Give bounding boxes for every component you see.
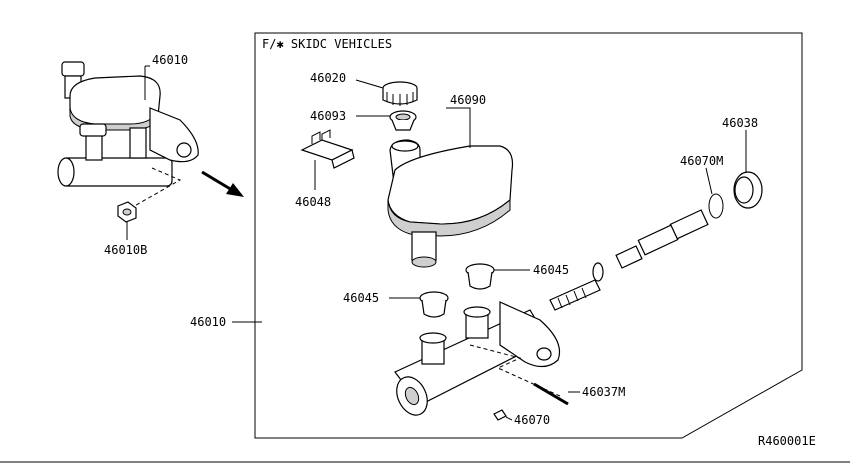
- label-46020[interactable]: 46020: [310, 71, 346, 85]
- pin-46037m[interactable]: [533, 382, 569, 406]
- label-46045-left[interactable]: 46045: [343, 291, 379, 305]
- box-caption: F/✱ SKIDC VEHICLES: [262, 37, 392, 51]
- arrow-right-down-icon: [201, 170, 244, 197]
- snap-ring-46070m[interactable]: [708, 193, 724, 219]
- label-46093[interactable]: 46093: [310, 109, 346, 123]
- label-46038[interactable]: 46038: [722, 116, 758, 130]
- master-cylinder-body[interactable]: [391, 301, 561, 420]
- label-46070[interactable]: 46070: [514, 413, 550, 427]
- strainer-46093[interactable]: [389, 110, 417, 131]
- seal-46038[interactable]: [733, 171, 763, 209]
- label-46090[interactable]: 46090: [450, 93, 486, 107]
- label-46070m[interactable]: 46070M: [680, 154, 723, 168]
- reservoir-tank-46090[interactable]: [387, 139, 514, 268]
- label-46010-side[interactable]: 46010: [190, 315, 226, 329]
- label-46010b[interactable]: 46010B: [104, 243, 147, 257]
- grommet-46045-left[interactable]: [419, 291, 449, 318]
- drawing-code: R460001E: [758, 434, 816, 448]
- nut-part-46010b[interactable]: [117, 201, 137, 223]
- label-46048[interactable]: 46048: [295, 195, 331, 209]
- grommet-46045-right[interactable]: [465, 263, 495, 290]
- level-switch-46048[interactable]: [300, 129, 355, 169]
- piston-assembly[interactable]: [549, 209, 709, 311]
- reservoir-cap-46020[interactable]: [382, 81, 418, 106]
- label-46010-top[interactable]: 46010: [152, 53, 188, 67]
- label-46045-right[interactable]: 46045: [533, 263, 569, 277]
- screw-46070[interactable]: [493, 409, 513, 421]
- label-46037m[interactable]: 46037M: [582, 385, 625, 399]
- skidc-box-frame: [254, 32, 803, 439]
- master-cylinder-assembly-small[interactable]: [57, 61, 199, 213]
